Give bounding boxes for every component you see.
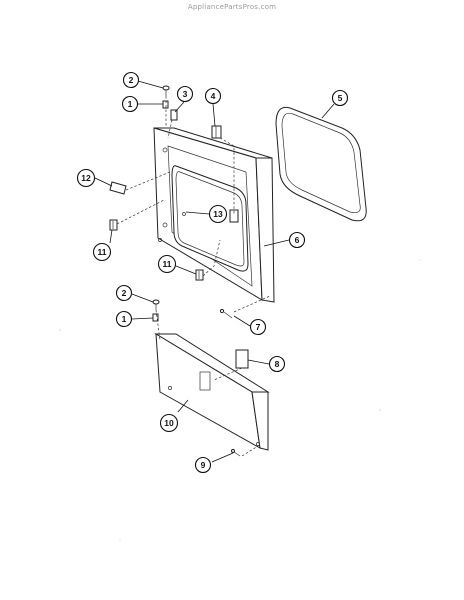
callout-11-center: 11 [157,254,177,274]
callout-3: 3 [176,85,194,103]
latch-4 [211,125,222,139]
callout-12: 12 [76,168,96,188]
svg-text:3: 3 [183,89,188,99]
callout-5: 5 [331,89,349,107]
clip-11-left [109,219,118,231]
svg-text:2: 2 [122,288,127,298]
callout-1-lower: 1 [115,310,133,328]
callout-10: 10 [159,413,179,433]
svg-text:13: 13 [213,209,223,219]
callout-2-upper: 2 [122,71,140,89]
toe-panel-part [154,333,270,451]
callout-6: 6 [288,231,306,249]
label-12 [109,181,127,195]
svg-text:7: 7 [256,322,261,332]
leader-lines [94,80,335,463]
clip-1-lower [152,313,159,322]
svg-text:5: 5 [338,93,343,103]
callout-11-left: 11 [92,242,112,262]
watermark-text: AppliancePartsPros.com [187,3,277,11]
callout-7: 7 [249,318,267,336]
svg-text:11: 11 [98,247,107,257]
callout-4: 4 [204,87,222,105]
svg-text:9: 9 [201,460,206,470]
svg-text:1: 1 [122,314,127,324]
svg-text:12: 12 [81,173,91,183]
screw-2-lower [152,299,160,310]
svg-text:6: 6 [295,235,300,245]
svg-text:2: 2 [129,75,134,85]
callout-13: 13 [208,204,228,224]
clip-1-upper [162,100,169,109]
callout-1-upper: 1 [121,95,139,113]
callout-2-lower: 2 [115,284,133,302]
screw-2-upper [162,85,170,96]
label-8 [235,349,249,369]
svg-text:11: 11 [163,259,172,269]
hinge-3 [170,109,178,121]
svg-text:4: 4 [211,91,216,101]
gasket-part [275,106,367,222]
callout-8: 8 [268,355,286,373]
screw-9 [231,449,241,457]
assembly-lines [116,96,271,457]
svg-text:1: 1 [128,99,133,109]
callout-9: 9 [194,456,212,474]
svg-text:8: 8 [275,359,280,369]
svg-text:10: 10 [164,418,174,428]
screw-7 [219,308,233,319]
clip-11-center [195,269,204,281]
